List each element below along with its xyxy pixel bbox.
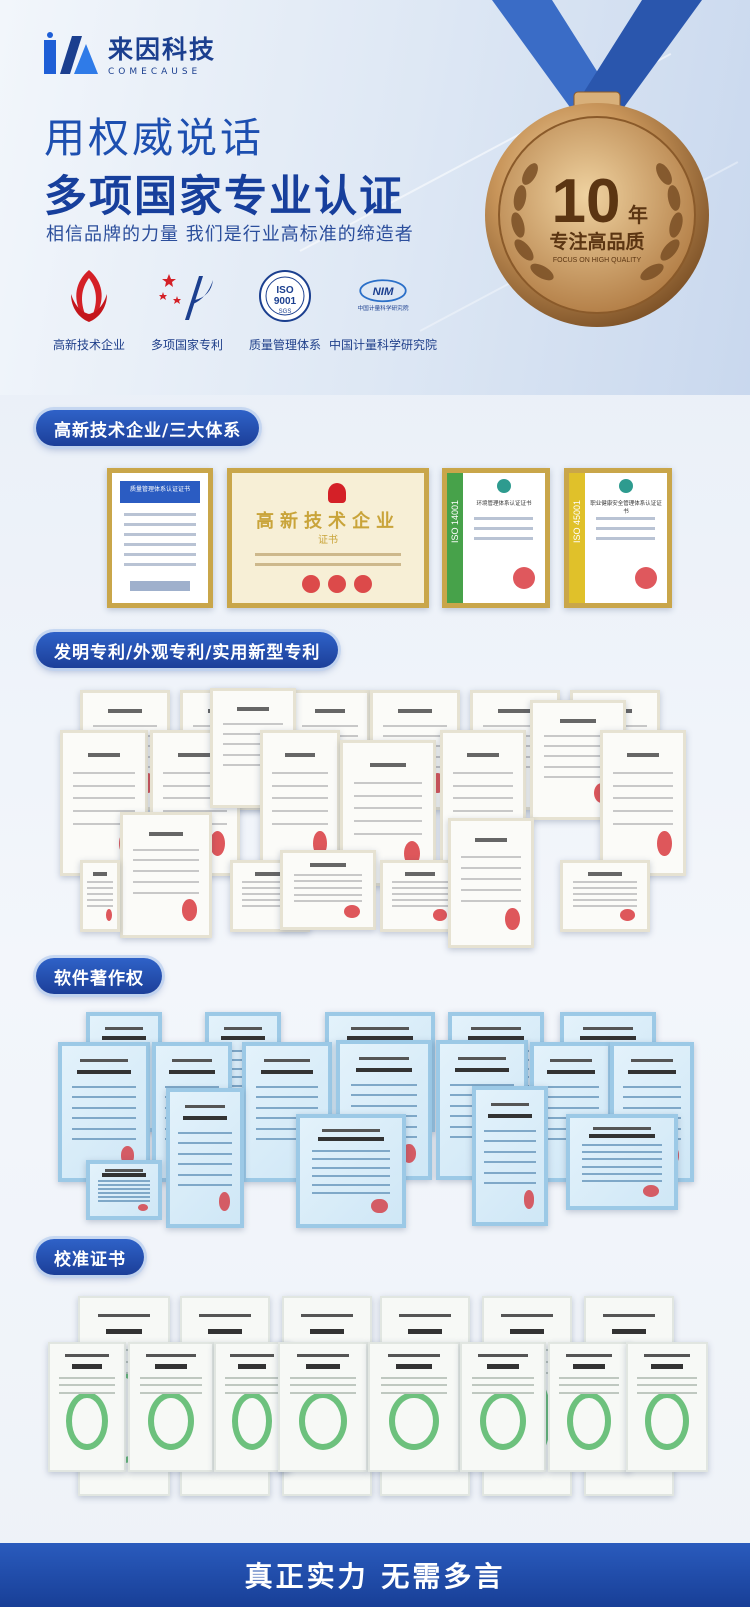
calibration-certificate: [128, 1342, 214, 1472]
cert-heading: 环境管理体系认证证书: [476, 501, 532, 507]
brand-logo: 来因科技 COMECAUSE: [42, 30, 216, 77]
software-certificate: [86, 1160, 162, 1220]
patent-certificate: [380, 860, 460, 932]
calibration-certificate: [626, 1342, 708, 1472]
calibration-certificate: [548, 1342, 630, 1472]
patent-certificate: [280, 850, 376, 930]
section-title-patents: 发明专利/外观专利/实用新型专利: [36, 632, 339, 668]
patent-icon: [159, 268, 215, 324]
footer-banner: 真正实力 无需多言: [0, 1543, 750, 1607]
badge-label: 多项国家专利: [150, 338, 223, 352]
patent-certificate: [448, 818, 534, 948]
calibration-certificate: [278, 1342, 368, 1472]
hero-line-1: 用权威说话: [44, 114, 264, 162]
section-title-software-copyright: 软件著作权: [36, 958, 162, 994]
nim-text: 中国计量科学研究院: [357, 304, 408, 312]
certification-badges: 高新技术企业 多项国家专利: [46, 268, 437, 353]
cert-high-tech-enterprise: 高新技术企业 证书: [227, 468, 429, 608]
patent-certificate: [120, 812, 212, 938]
cert-side-label: ISO 45001: [572, 499, 582, 543]
iso-9001-icon: ISO 9001 SGS: [257, 268, 313, 324]
patent-certificate: [560, 860, 650, 932]
cert-iso45001: ISO 45001 职业健康安全管理体系认证证书: [564, 468, 672, 608]
medal-slogan: 专注高品质: [549, 230, 644, 253]
footer-slogan: 真正实力 无需多言: [244, 1560, 506, 1593]
cert-side-label: ISO 14001: [450, 499, 460, 543]
badge-patent: 多项国家专利: [144, 268, 230, 353]
cert-heading: 职业健康安全管理体系认证证书: [590, 501, 662, 515]
hero-banner: 来因科技 COMECAUSE 用权威说话 多项国家专业认证 相信品牌的力量 我们…: [0, 0, 750, 395]
software-certificate: [58, 1042, 150, 1182]
badge-iso9001: ISO 9001 SGS 质量管理体系: [242, 268, 328, 353]
iso-sub: SGS: [279, 309, 292, 315]
logo-mark-icon: [42, 31, 100, 76]
cert-iso14001: ISO 14001 环境管理体系认证证书: [442, 468, 550, 608]
hero-line-3: 相信品牌的力量 我们是行业高标准的缔造者: [46, 224, 414, 245]
medal-slogan-en: FOCUS ON HIGH QUALITY: [553, 257, 642, 264]
iso-number: 9001: [274, 296, 297, 307]
iso-text: ISO: [276, 285, 293, 296]
section-title-calibration: 校准证书: [36, 1239, 144, 1275]
calibration-certificate: [460, 1342, 546, 1472]
badge-high-tech: 高新技术企业: [46, 268, 132, 353]
patent-certificate: [600, 730, 686, 876]
badge-label: 高新技术企业: [52, 338, 125, 352]
badge-label: 质量管理体系: [248, 338, 321, 352]
section-title-high-tech: 高新技术企业/三大体系: [36, 410, 260, 446]
cert-sub: 证书: [318, 535, 338, 546]
brand-name-cn: 来因科技: [108, 35, 217, 64]
software-certificate: [296, 1114, 406, 1228]
nim-icon: NIM 中国计量科学研究院: [355, 268, 411, 324]
calibration-certificate: [48, 1342, 126, 1472]
badge-nim: NIM 中国计量科学研究院 中国计量科学研究院: [329, 268, 437, 353]
cert-quality-management: 质量管理体系认证证书: [107, 468, 213, 608]
patent-certificate: [80, 860, 120, 932]
hero-line-2: 多项国家专业认证: [44, 172, 404, 222]
medal-unit: 年: [628, 203, 648, 227]
cert-heading: 高新技术企业: [256, 511, 400, 532]
software-certificate: [166, 1088, 244, 1228]
medal-number: 10: [552, 167, 621, 236]
cert-heading: 质量管理体系认证证书: [120, 481, 200, 503]
medal-graphic: 10 年 专注高品质 FOCUS ON HIGH QUALITY: [462, 0, 732, 340]
software-certificate: [472, 1086, 548, 1226]
badge-label: 中国计量科学研究院: [329, 338, 438, 352]
torch-icon: [61, 268, 117, 324]
calibration-certificate: [368, 1342, 460, 1472]
svg-text:NIM: NIM: [373, 286, 394, 298]
software-certificate: [566, 1114, 678, 1210]
brand-name-en: COMECAUSE: [108, 67, 202, 77]
